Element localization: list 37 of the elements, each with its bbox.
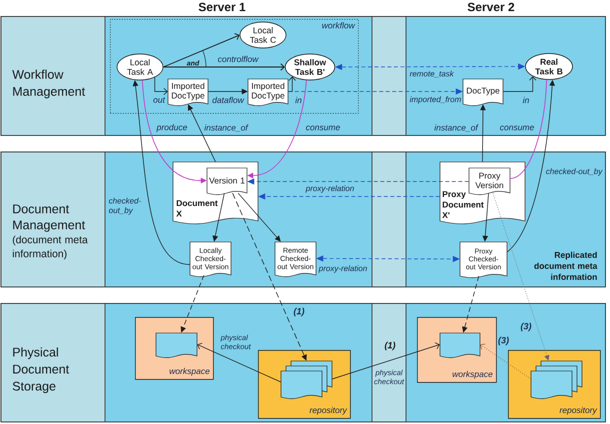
arrow [154, 77, 168, 96]
note-text: Replicated document meta information [534, 252, 598, 280]
edge-label: consume [306, 126, 340, 130]
edge-label: proxy-relation [318, 265, 367, 273]
arrow [197, 342, 282, 382]
edge-label: remote_task [410, 70, 454, 78]
arrow [238, 192, 281, 242]
edge-label: instance_of [204, 124, 248, 132]
document-stack [280, 360, 332, 399]
column-heading: Server 2 [468, 2, 514, 12]
arrow [332, 342, 440, 380]
arrow [288, 76, 296, 92]
edge-label: consume [500, 126, 534, 130]
edge-label: proxy-relation [306, 185, 354, 193]
document-icon [156, 332, 198, 358]
edge-label: controlflow [218, 56, 259, 62]
edge-label: checked-out_by [546, 168, 603, 176]
edge-label: produce [156, 124, 188, 132]
step-number: (1) [384, 342, 396, 350]
document-icon [440, 332, 480, 358]
arrow [162, 63, 285, 71]
edge-label: out [153, 97, 166, 103]
edge-label: in [522, 96, 529, 104]
edge-label: in [295, 96, 302, 104]
connector-line [510, 79, 548, 179]
arrow [502, 76, 536, 92]
document-stack [530, 360, 582, 399]
edge-label: dataflow [212, 96, 244, 104]
arrow [480, 344, 532, 380]
edge-label: instance_of [434, 124, 478, 132]
edge-label: checked-out_by [108, 198, 141, 215]
edge-label: imported_from [410, 96, 461, 104]
step-number: (3) [520, 322, 532, 332]
step-number: (1) [294, 308, 304, 316]
arrow [162, 33, 240, 68]
column-heading: Server 1 [198, 2, 246, 12]
step-number: (3) [498, 336, 509, 346]
